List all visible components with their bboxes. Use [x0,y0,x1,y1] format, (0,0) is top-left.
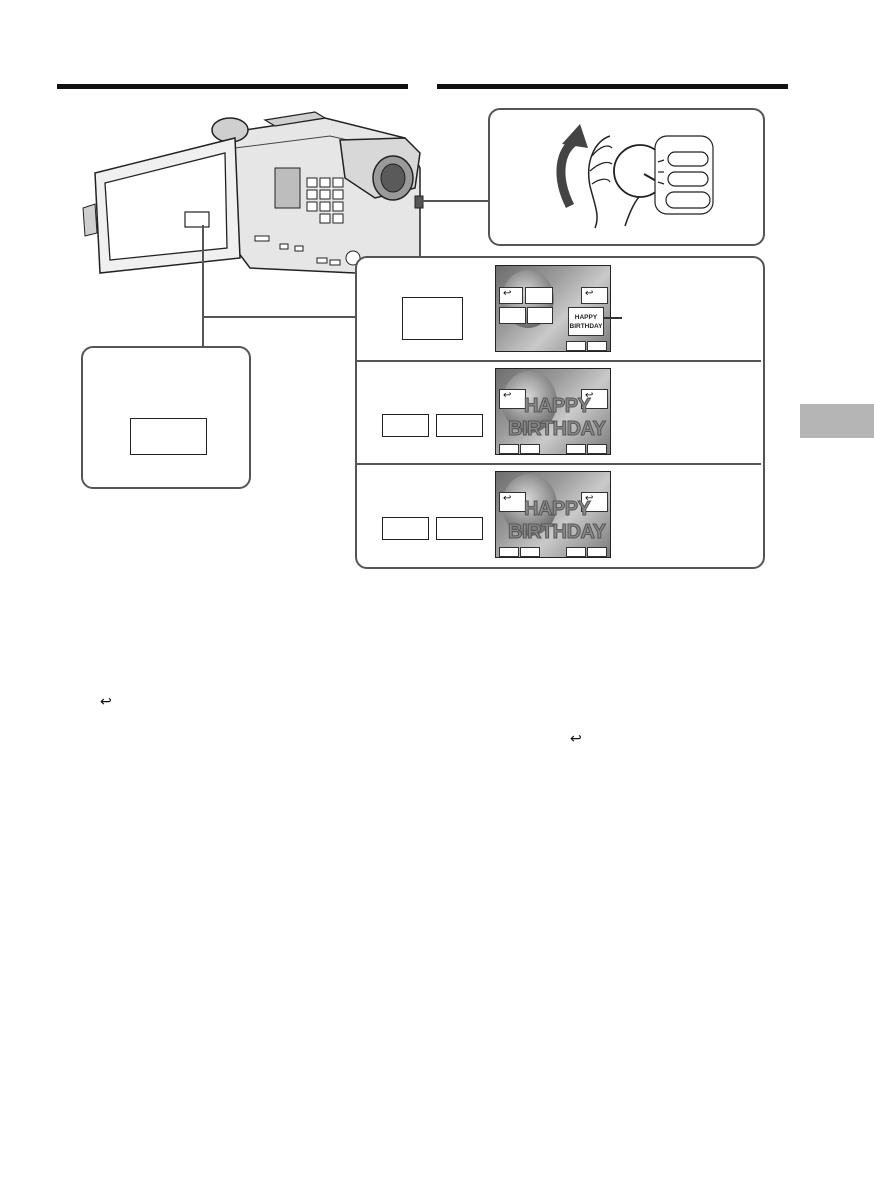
steps-divider-2 [357,463,761,465]
step1-bottom-button-2[interactable] [587,341,607,351]
connector-lcd-vertical [202,225,204,347]
step1-option-button-1[interactable] [525,287,553,304]
step2-bottom-button-4[interactable] [587,444,607,454]
step2-bottom-button-1[interactable] [499,444,519,454]
step2-title-line2: BIRTHDAY [508,418,607,441]
step1-option-button-2[interactable] [499,307,526,324]
step1-return-button-right[interactable]: ↩ [581,287,608,304]
lcd-callout-box [81,346,251,489]
step3-title-line1: HAPPY [523,498,591,521]
step1-button-label [402,297,463,340]
step2-button-label-1 [382,414,429,437]
connector-lcd-horizontal [202,316,356,318]
return-arrow-icon: ↩ [570,731,582,747]
step2-button-label-2 [436,414,483,437]
happy-birthday-pointer-line [604,317,622,319]
step1-bottom-button-1[interactable] [566,341,586,351]
step3-lcd-screen: ↩ ↩ HAPPY BIRTHDAY [495,471,611,558]
step2-bottom-button-2[interactable] [520,444,540,454]
return-arrow-icon: ↩ [585,288,594,299]
right-section-rule [437,84,788,89]
step2-title-line1: HAPPY [523,395,591,418]
camcorder-illustration [82,111,424,274]
return-arrow-icon: ↩ [585,493,594,504]
happy-birthday-callout: HAPPY BIRTHDAY [568,307,604,336]
step3-return-button-right[interactable]: ↩ [581,492,608,512]
connector-jack-horizontal [420,200,490,202]
step2-bottom-button-3[interactable] [566,444,586,454]
step2-lcd-screen: ↩ ↩ HAPPY BIRTHDAY [495,368,611,455]
return-arrow-icon: ↩ [585,390,594,401]
step3-title-line2: BIRTHDAY [508,521,607,544]
step3-button-label-1 [382,517,429,540]
step1-option-button-3[interactable] [527,307,553,324]
step3-bottom-button-4[interactable] [587,547,607,557]
lcd-callout-rect [130,418,207,455]
return-arrow-icon: ↩ [100,694,112,710]
step3-button-label-2 [436,517,483,540]
steps-divider-1 [357,360,761,362]
control-dial-illustration [556,124,714,229]
return-arrow-icon: ↩ [503,288,512,299]
chapter-side-tab [800,404,874,438]
return-arrow-icon: ↩ [503,493,512,504]
step3-bottom-button-2[interactable] [520,547,540,557]
step1-lcd-screen: ↩ ↩ HAPPY BIRTHDAY [495,265,611,352]
step2-return-button[interactable]: ↩ [499,389,526,409]
step1-return-button[interactable]: ↩ [499,287,523,304]
step2-return-button-right[interactable]: ↩ [581,389,608,409]
step3-bottom-button-3[interactable] [566,547,586,557]
return-arrow-icon: ↩ [503,390,512,401]
left-section-rule [57,84,408,89]
step3-bottom-button-1[interactable] [499,547,519,557]
step3-return-button[interactable]: ↩ [499,492,526,512]
